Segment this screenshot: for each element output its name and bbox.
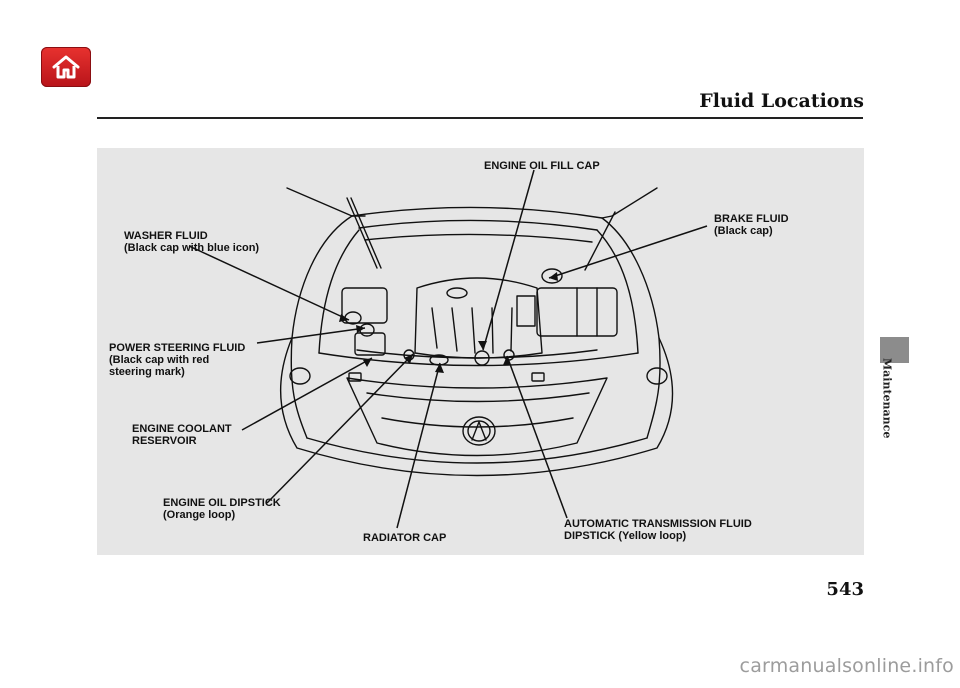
home-icon bbox=[52, 55, 80, 79]
label-atf-dipstick: AUTOMATIC TRANSMISSION FLUID DIPSTICK (Y… bbox=[564, 518, 752, 542]
watermark: carmanualsonline.info bbox=[739, 655, 954, 677]
label-engine-oil-fill-cap: ENGINE OIL FILL CAP bbox=[484, 160, 600, 172]
label-brake-fluid: BRAKE FLUID (Black cap) bbox=[714, 213, 789, 237]
label-engine-coolant-reservoir: ENGINE COOLANT RESERVOIR bbox=[132, 423, 232, 447]
page-title: Fluid Locations bbox=[699, 90, 864, 112]
label-power-steering-fluid: POWER STEERING FLUID (Black cap with red… bbox=[109, 342, 246, 378]
section-label: Maintenance bbox=[872, 354, 902, 444]
label-washer-fluid: WASHER FLUID (Black cap with blue icon) bbox=[124, 230, 260, 254]
home-button[interactable] bbox=[41, 47, 91, 87]
engine-bay-figure: ENGINE OIL FILL CAP WASHER FLUID (Black … bbox=[97, 148, 864, 555]
page-number: 543 bbox=[826, 579, 864, 600]
label-engine-oil-dipstick: ENGINE OIL DIPSTICK (Orange loop) bbox=[163, 497, 281, 521]
section-tab bbox=[880, 337, 909, 363]
section-label-text: Maintenance bbox=[880, 358, 894, 439]
title-rule bbox=[97, 117, 863, 119]
label-radiator-cap: RADIATOR CAP bbox=[363, 532, 447, 544]
engine-bay-illustration bbox=[188, 169, 708, 529]
